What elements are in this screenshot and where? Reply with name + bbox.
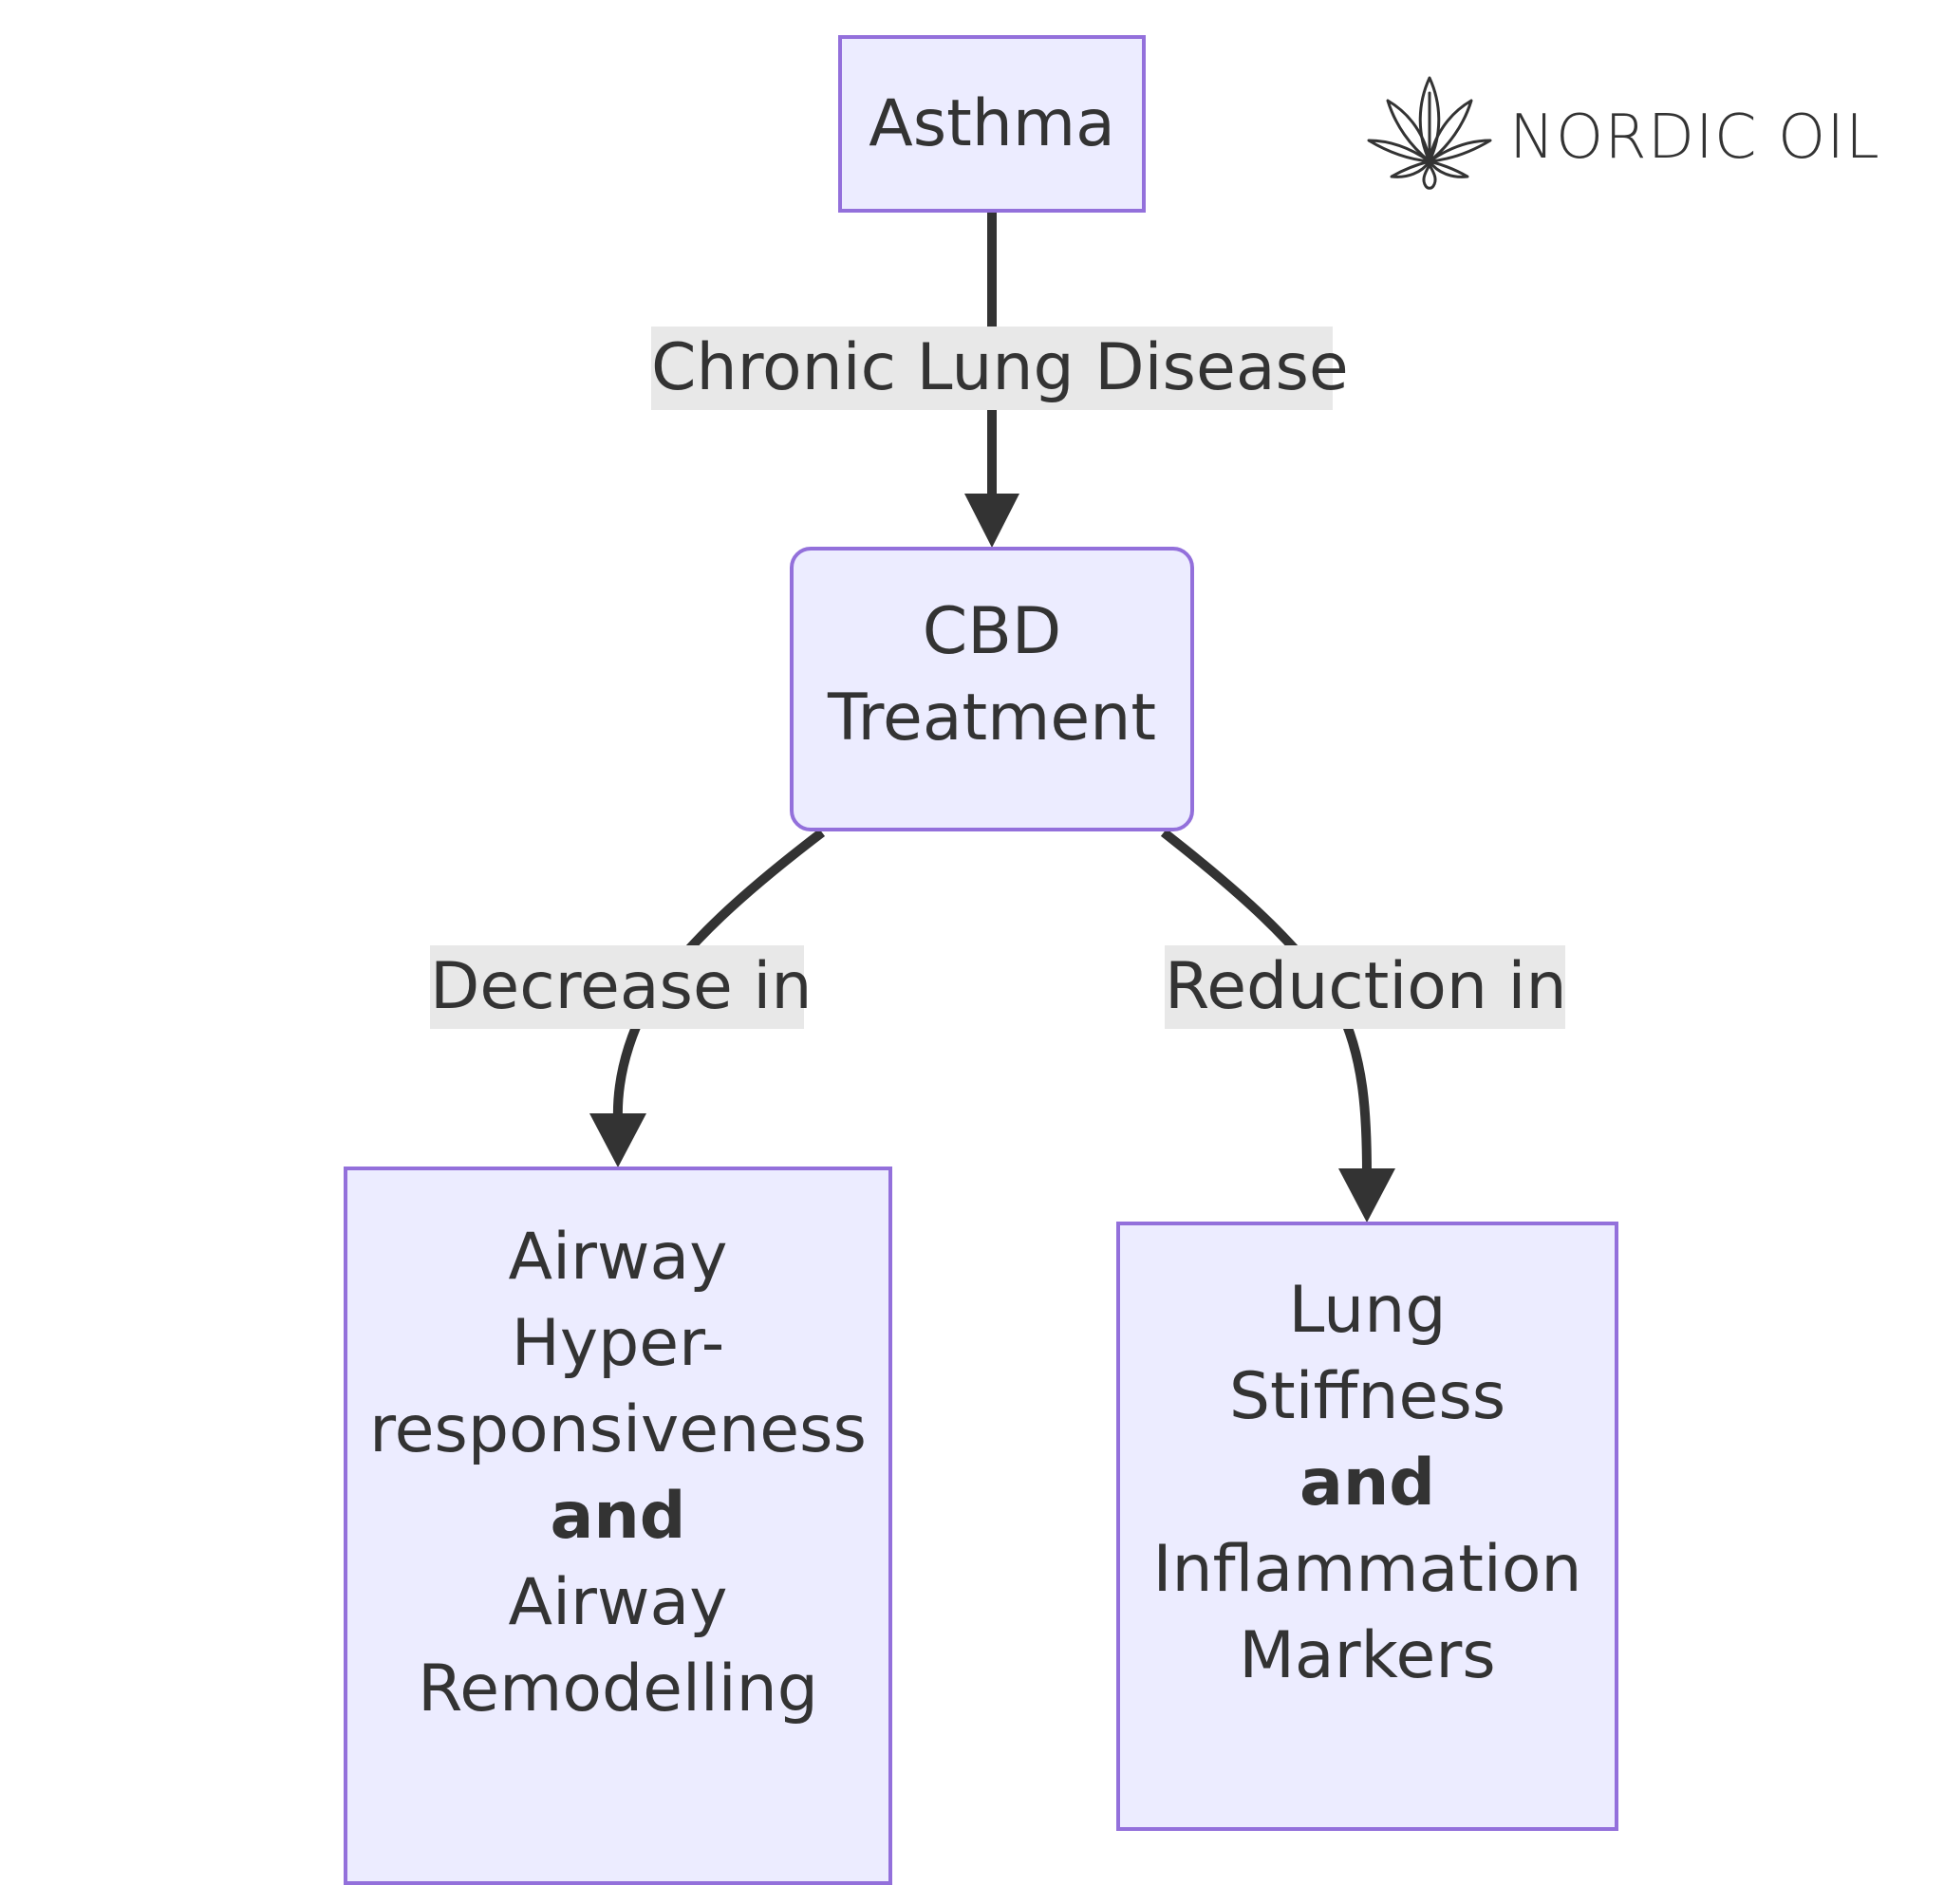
node-lung-line-5: Markers (1239, 1618, 1496, 1693)
node-airway-line-2: Hyper- (511, 1306, 725, 1381)
edge-asthma-to-cbd-arrowhead (964, 494, 1019, 548)
node-airway-hyperresponsiveness: Airway Hyper- responsiveness and Airway … (344, 1167, 892, 1885)
node-cbd-line-2: Treatment (827, 681, 1156, 756)
node-lung-line-3: and (1299, 1446, 1435, 1521)
node-airway-line-3: responsiveness (369, 1392, 867, 1467)
node-airway-line-6: Remodelling (418, 1652, 818, 1727)
node-lung-line-4: Inflammation (1152, 1532, 1582, 1607)
node-lung-line-2: Stiffness (1228, 1359, 1506, 1434)
node-airway-line-4: and (550, 1479, 686, 1554)
node-cbd-treatment: CBD Treatment (790, 547, 1194, 831)
edge-label-chronic-lung-disease: Chronic Lung Disease (651, 327, 1349, 410)
node-asthma-label: Asthma (869, 86, 1115, 161)
logo-text: NORDIC OIL (1509, 103, 1880, 173)
node-lung-stiffness: Lung Stiffness and Inflammation Markers (1116, 1222, 1618, 1831)
edge-label-reduction-in: Reduction in (1165, 945, 1567, 1029)
node-asthma: Asthma (838, 35, 1146, 213)
edge-cbd-to-airway-arrowhead (589, 1113, 646, 1167)
edge-cbd-to-lung-arrowhead (1338, 1168, 1395, 1223)
edge-label-decrease-in: Decrease in (430, 945, 812, 1029)
nordic-oil-logo: NORDIC OIL (1367, 76, 1880, 199)
cannabis-leaf-icon (1367, 74, 1492, 201)
node-airway-line-5: Airway (508, 1565, 728, 1640)
node-cbd-line-1: CBD (922, 594, 1062, 669)
node-airway-line-1: Airway (508, 1220, 728, 1295)
node-lung-line-1: Lung (1288, 1273, 1447, 1348)
